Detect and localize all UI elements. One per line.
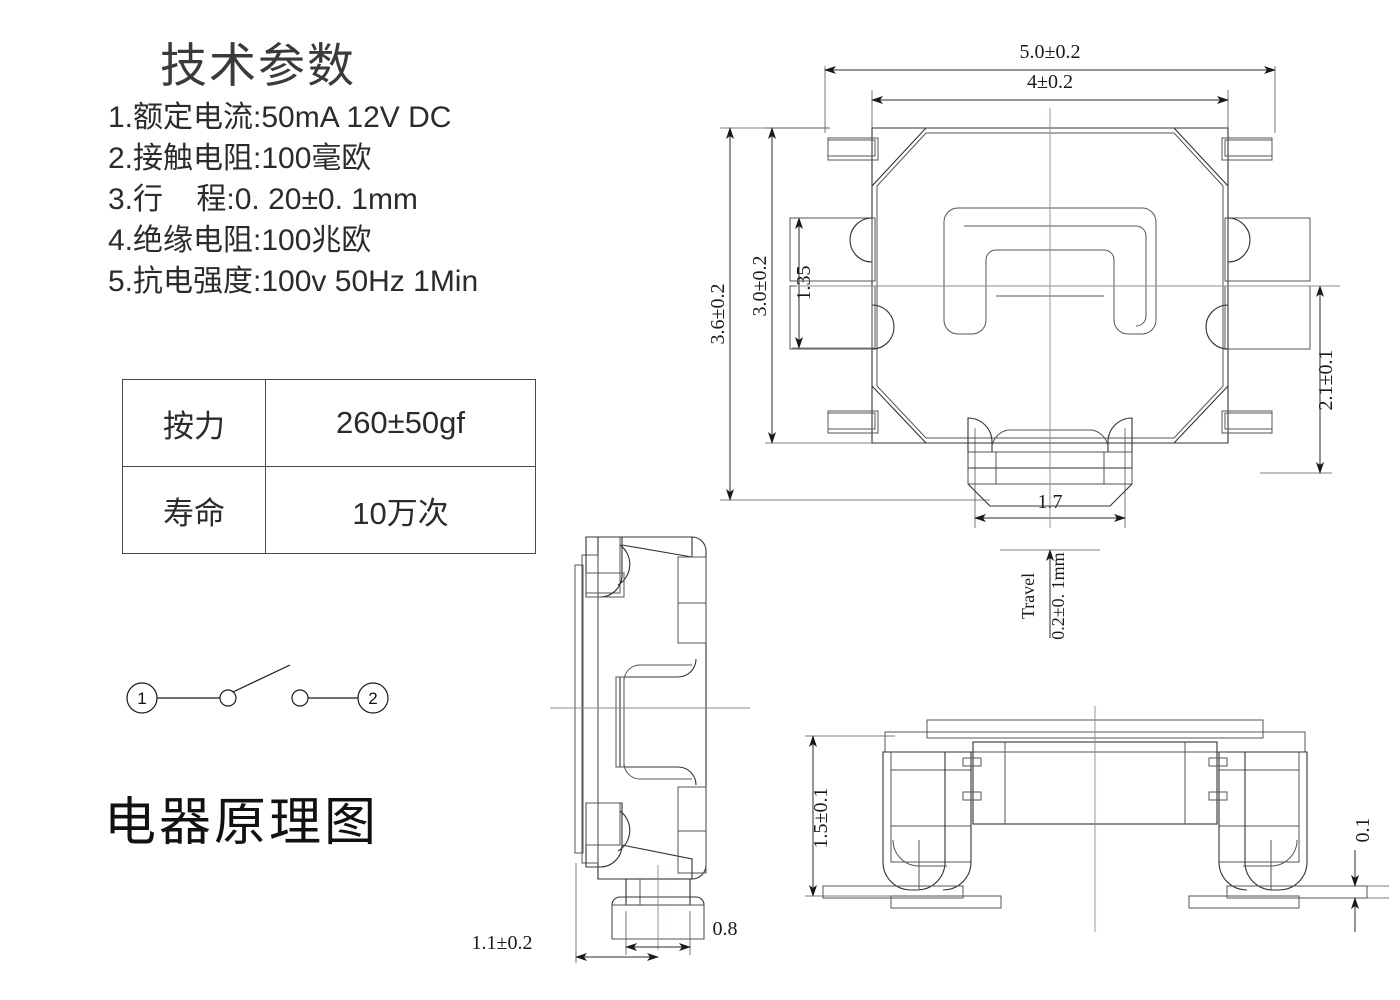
spec-title: 技术参数 — [160, 39, 356, 92]
spec-item-1-label: 额定电流 — [133, 100, 254, 134]
dim-front-height: 1.5±0.1 — [810, 788, 832, 849]
spec-item-5-separator: : — [253, 265, 262, 298]
spec-item-1: 1.额定电流:50mA 12V DC — [108, 97, 628, 138]
contact-node-left — [219, 689, 237, 707]
dim-overall-width: 5.0±0.2 — [1020, 41, 1081, 63]
spec-item-2-value: 100毫欧 — [261, 141, 372, 175]
spec-item-1-separator: : — [253, 100, 262, 134]
table-row: 按力 260±50gf — [122, 379, 536, 467]
contact-node-right — [291, 689, 309, 707]
dim-lead-thickness: 0.1 — [1352, 818, 1374, 843]
spec-item-2-separator: : — [253, 141, 262, 175]
table-cell-value: 10万次 — [265, 466, 536, 554]
spec-item-5: 5.抗电强度:100v 50Hz 1Min — [108, 261, 628, 302]
spec-item-3-number: 3. — [108, 182, 134, 216]
specification-panel: 技术参数 1.额定电流:50mA 12V DC 2.接触电阻:100毫欧 3.行… — [108, 39, 628, 302]
dim-overall-height: 3.6±0.2 — [707, 284, 729, 345]
schematic-caption: 电器原理图 — [104, 795, 380, 852]
dim-body-width: 4±0.2 — [1027, 71, 1073, 93]
top-view-drawing: 5.0±0.2 4±0.2 3.6±0.2 3.0±0.2 1.35 2.1±0… — [707, 41, 1340, 640]
dim-plunger: 0.8 — [713, 918, 738, 940]
spec-item-1-number: 1. — [108, 100, 134, 134]
spec-item-3-label: 行 程 — [133, 182, 227, 216]
terminal-1-label: 1 — [137, 689, 146, 708]
switch-lever — [232, 664, 291, 693]
spec-item-5-number: 5. — [108, 265, 134, 298]
spec-item-3-value: 0. 20±0. 1mm — [234, 182, 418, 216]
spec-item-4-label: 绝缘电阻 — [133, 223, 254, 257]
terminal-2-label: 2 — [368, 689, 377, 708]
spec-item-1-value: 50mA 12V DC — [261, 100, 452, 134]
table-row: 寿命 10万次 — [122, 466, 536, 554]
travel-value: 0.2±0. 1mm — [1048, 552, 1068, 639]
travel-label: Travel — [1018, 573, 1038, 619]
spec-item-4-value: 100兆欧 — [261, 223, 372, 257]
dim-tab-height: 1.35 — [793, 266, 815, 301]
circuit-schematic: 1 2 — [120, 655, 420, 735]
spec-item-4: 4.绝缘电阻:100兆欧 — [108, 220, 628, 261]
dim-body-height: 3.0±0.2 — [749, 256, 771, 317]
table-cell-key: 寿命 — [122, 466, 266, 554]
side-view-body — [574, 536, 707, 940]
spec-item-3: 3.行 程:0. 20±0. 1mm — [108, 179, 628, 220]
dim-right-height: 2.1±0.1 — [1315, 350, 1337, 411]
spec-item-2-label: 接触电阻 — [133, 141, 254, 175]
front-view-drawing: 1.5±0.1 0.1 — [805, 706, 1389, 932]
spec-item-4-separator: : — [253, 223, 262, 257]
terminal-2-circle — [357, 682, 389, 714]
dim-side-width: 1.1±0.2 — [472, 932, 533, 954]
spec-item-4-number: 4. — [108, 223, 134, 257]
schematic-svg: 1 2 — [126, 664, 389, 714]
side-view-drawing: 0.8 1.1±0.2 — [472, 536, 750, 963]
spec-item-3-separator: : — [226, 182, 235, 216]
spec-item-2: 2.接触电阻:100毫欧 — [108, 138, 628, 179]
spec-item-5-label: 抗电强度 — [133, 265, 254, 298]
parameter-table: 按力 260±50gf 寿命 10万次 — [122, 379, 536, 554]
spec-item-5-value: 100v 50Hz 1Min — [261, 265, 479, 298]
spec-item-2-number: 2. — [108, 141, 134, 175]
table-cell-key: 按力 — [122, 379, 266, 467]
table-cell-value: 260±50gf — [265, 379, 536, 467]
